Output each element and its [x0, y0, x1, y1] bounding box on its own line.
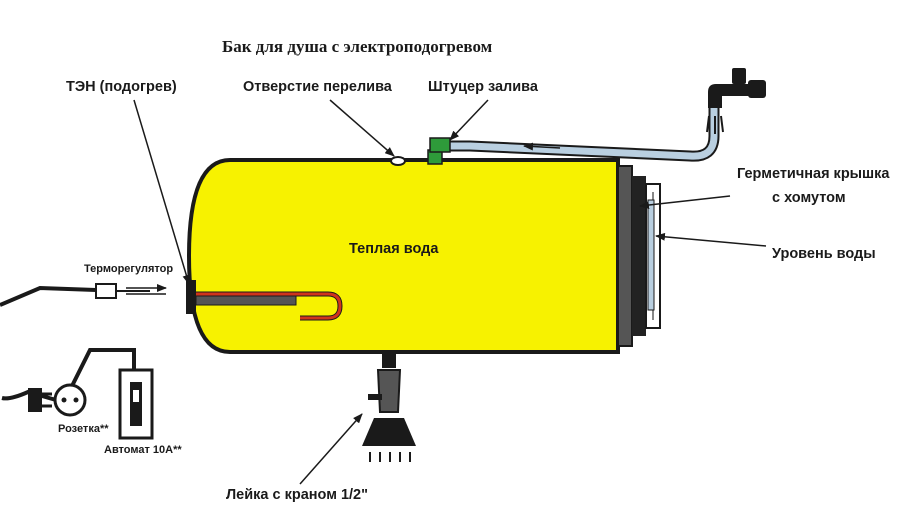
label-fill-fitting: Штуцер залива [428, 79, 538, 95]
faucet-icon [706, 68, 766, 134]
breaker-icon [118, 368, 154, 440]
overflow-hole [390, 156, 406, 166]
diagram-title: Бак для душа с электроподогревом [222, 37, 493, 56]
label-overflow-hole: Отверстие перелива [243, 79, 392, 95]
plug-icon [28, 388, 52, 412]
fill-fitting [427, 137, 451, 165]
shower-head-icon [362, 352, 416, 462]
power-cable [1, 348, 136, 402]
thermostat [0, 283, 150, 307]
label-breaker: Автомат 10А** [104, 444, 182, 456]
leader-lines [133, 99, 767, 485]
label-heater: ТЭН (подогрев) [66, 79, 177, 95]
label-sealed-lid-clamp: с хомутом [772, 190, 846, 206]
socket-icon [53, 383, 87, 417]
label-water-level: Уровень воды [772, 246, 876, 262]
water-level-gauge [647, 199, 655, 311]
heater-element [186, 280, 343, 321]
label-thermostat: Терморегулятор [84, 263, 174, 275]
label-shower-head: Лейка с краном 1/2" [226, 487, 368, 503]
label-warm-water: Теплая вода [349, 241, 439, 257]
label-socket: Розетка** [58, 423, 109, 435]
label-sealed-lid: Герметичная крышка [737, 166, 890, 182]
